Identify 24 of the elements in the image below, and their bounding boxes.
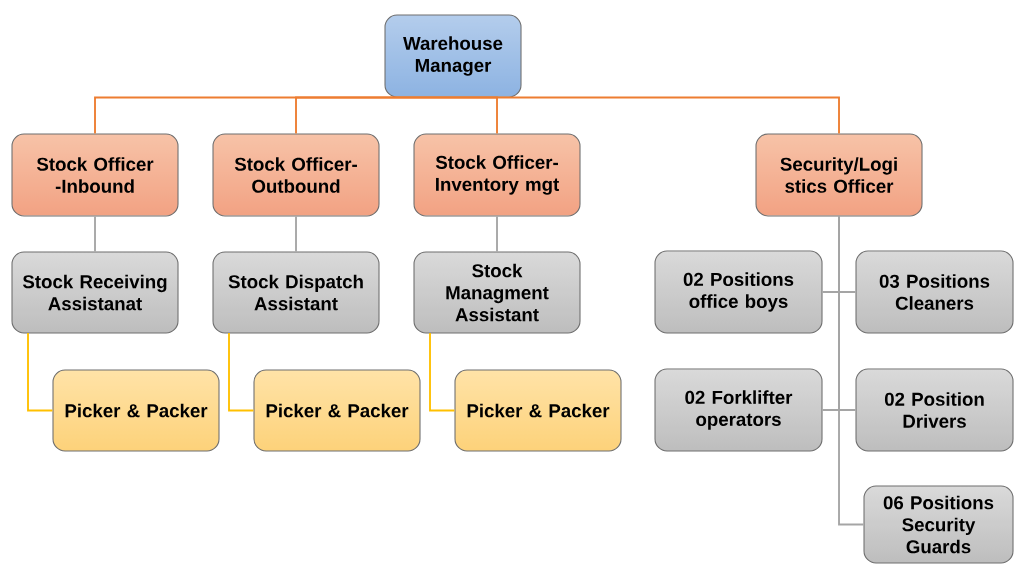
officer-box: Stock Officer-Outbound: [212, 133, 380, 217]
staff-box: Stock Dispatch Assistant: [212, 251, 380, 334]
connector-line: [452, 96, 840, 135]
staff-box: Picker & Packer: [52, 369, 220, 452]
staff-box: Picker & Packer: [454, 369, 622, 452]
connector-line: [27, 332, 54, 412]
staff-box: 06 Positions Security Guards: [863, 485, 1014, 564]
officer-box: Stock Officer -Inbound: [11, 133, 179, 217]
staff-box: 02 Positions office boys: [654, 250, 823, 334]
manager-box: Warehouse Manager: [384, 14, 522, 98]
connector-line: [295, 96, 454, 135]
staff-box: Stock Managment Assistant: [413, 251, 581, 334]
staff-box: Stock Receiving Assistanat: [11, 251, 179, 334]
officer-box: Security/Logi stics Officer: [755, 133, 923, 217]
officer-box: Stock Officer-Inventory mgt: [413, 133, 581, 217]
staff-box: 02 Position Drivers: [855, 368, 1014, 452]
connector-line: [94, 215, 96, 253]
connector-line: [228, 332, 255, 412]
staff-box: 02 Forklifter operators: [654, 368, 823, 452]
connector-line: [295, 215, 297, 253]
connector-line: [429, 332, 456, 412]
connector-line: [496, 215, 498, 253]
staff-box: Picker & Packer: [253, 369, 421, 452]
staff-box: 03 Positions Cleaners: [855, 250, 1014, 334]
